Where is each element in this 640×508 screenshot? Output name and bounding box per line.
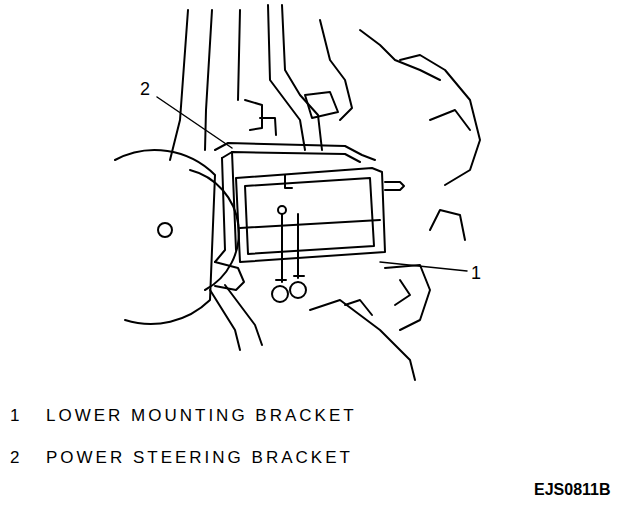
bolt xyxy=(290,282,306,298)
legend-number: 1 xyxy=(10,407,19,424)
pulley-rim xyxy=(190,170,239,290)
figure-code: EJS0811B xyxy=(534,482,611,498)
hose xyxy=(268,5,305,150)
bolt-washer xyxy=(276,276,304,280)
power-steering-bracket xyxy=(222,152,360,162)
lower-mounting-bracket xyxy=(245,178,374,254)
bolt-axis xyxy=(282,214,298,282)
side-bolt xyxy=(385,182,404,190)
part-name: POWER STEERING BRACKET xyxy=(46,449,353,466)
power-steering-bracket xyxy=(232,152,236,250)
engine-detail xyxy=(345,300,372,315)
frame-line xyxy=(238,10,240,100)
hose xyxy=(225,285,262,345)
frame-line xyxy=(170,10,188,160)
callout-number: 1 xyxy=(471,264,481,282)
bracket-rib xyxy=(240,220,380,228)
engine-outline xyxy=(310,300,415,380)
engine-outline xyxy=(400,55,480,185)
callout-number: 2 xyxy=(140,80,150,98)
part-name: LOWER MOUNTING BRACKET xyxy=(46,407,357,424)
engine-detail xyxy=(245,100,262,130)
power-steering-bracket xyxy=(215,158,225,262)
engine-detail xyxy=(430,210,465,240)
pulley-hub xyxy=(158,223,172,237)
hose xyxy=(282,5,322,150)
leader-line xyxy=(380,262,467,271)
engine-outline xyxy=(385,265,430,330)
legend-number: 2 xyxy=(10,449,19,466)
engine-outline xyxy=(360,30,440,80)
pulley xyxy=(115,150,215,324)
frame-line xyxy=(205,10,212,150)
engine-outline xyxy=(430,110,470,130)
engine-detail xyxy=(260,118,276,135)
leader-line xyxy=(157,97,232,148)
bracket-hole xyxy=(285,175,292,188)
engine-detail xyxy=(395,280,410,305)
hose-clamp xyxy=(215,262,244,290)
lower-mounting-bracket xyxy=(236,168,385,262)
bracket-hole xyxy=(278,206,286,214)
bolt xyxy=(272,286,288,302)
fitting xyxy=(305,92,338,118)
